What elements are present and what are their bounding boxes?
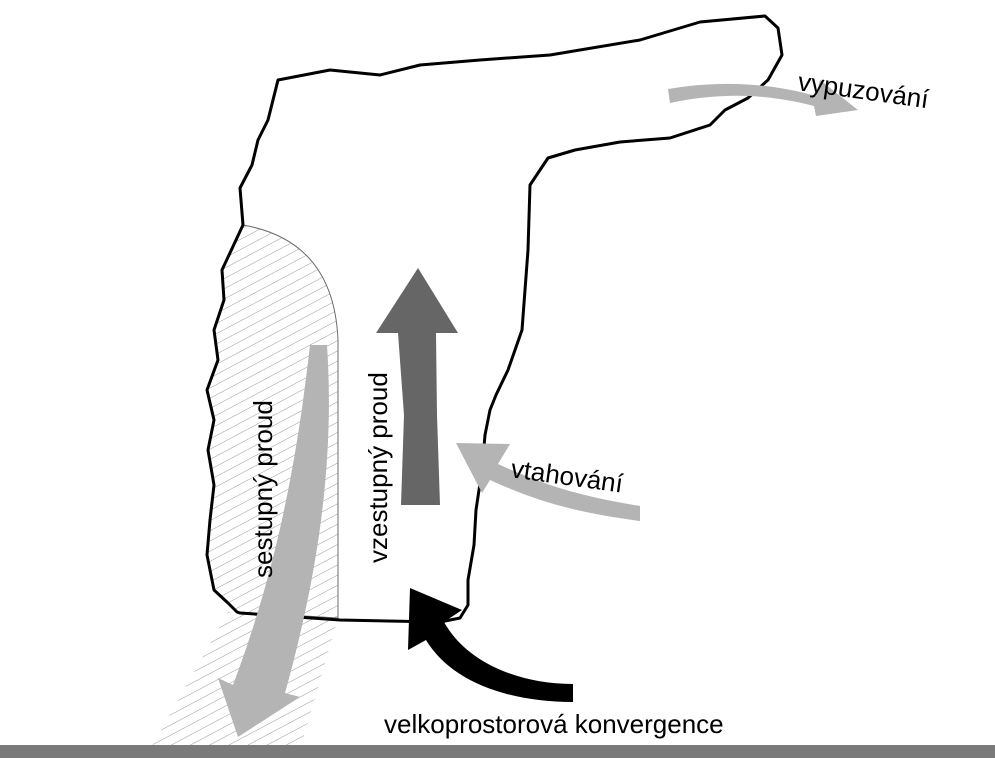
updraft-label: vzestupný proud <box>363 372 393 563</box>
ground-line <box>0 745 995 758</box>
convergence-arrow <box>408 588 573 702</box>
downdraft-label: sestupný proud <box>248 400 278 578</box>
convergence-label: velkoprostorová konvergence <box>384 709 724 739</box>
